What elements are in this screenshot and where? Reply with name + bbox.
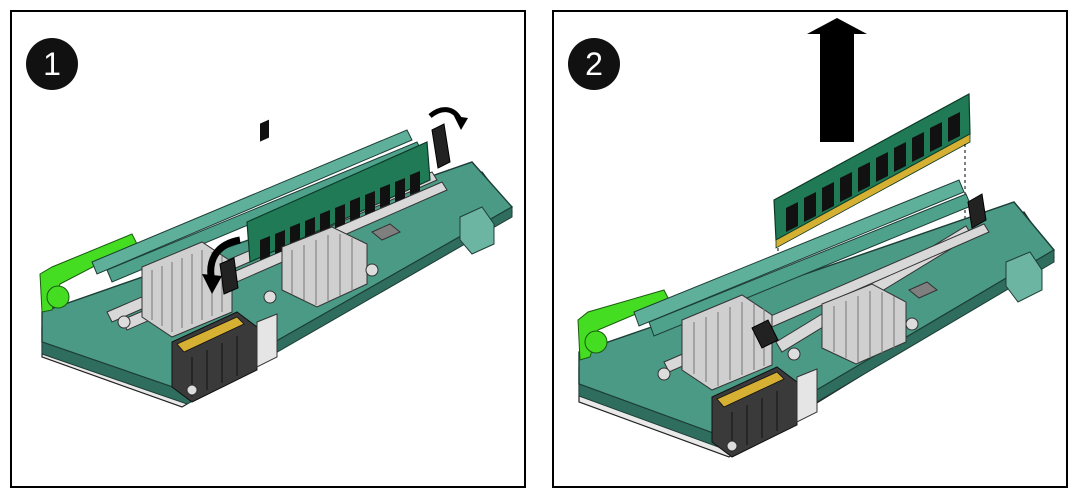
ejector-latch-near bbox=[751, 319, 779, 349]
green-knob bbox=[584, 330, 608, 354]
ejector-latch-far bbox=[431, 123, 451, 169]
dimm-chips bbox=[260, 119, 269, 142]
dimm-chip-row bbox=[786, 112, 960, 232]
heatsink-right bbox=[821, 283, 907, 365]
right-bracket bbox=[459, 206, 495, 255]
rear-dimm-1 bbox=[633, 179, 965, 327]
screw bbox=[726, 440, 738, 452]
screw bbox=[186, 384, 198, 396]
step-number: 1 bbox=[43, 45, 61, 82]
ejector-latch-far bbox=[967, 193, 987, 229]
connector-housing bbox=[256, 313, 278, 368]
screw bbox=[117, 315, 131, 329]
ejector-latch-near bbox=[219, 257, 239, 295]
heatsink-right bbox=[281, 226, 368, 308]
screw bbox=[787, 347, 801, 361]
step-2-illustration bbox=[577, 18, 1056, 458]
connector bbox=[711, 366, 798, 458]
right-bracket bbox=[1005, 251, 1043, 303]
screw bbox=[365, 263, 379, 277]
screw bbox=[657, 367, 671, 381]
step-number-badge: 1 bbox=[26, 38, 78, 90]
rotate-arrow-head bbox=[202, 274, 222, 294]
step-2-panel: 2 bbox=[552, 10, 1068, 488]
lift-arrow-icon bbox=[807, 18, 867, 142]
green-knob bbox=[46, 285, 70, 309]
rotate-arrow-head bbox=[454, 116, 468, 130]
dimm-chip-row bbox=[260, 171, 420, 260]
dimm-module-removed bbox=[773, 93, 971, 249]
chip bbox=[908, 281, 938, 299]
screw bbox=[905, 317, 919, 331]
heatsink-left bbox=[681, 294, 773, 391]
chip bbox=[371, 223, 401, 241]
connector-housing bbox=[796, 368, 818, 423]
connector bbox=[171, 311, 258, 403]
step-number: 2 bbox=[585, 45, 603, 82]
step-1-illustration bbox=[39, 107, 514, 408]
step-number-badge: 2 bbox=[568, 38, 620, 90]
step-1-panel: 1 bbox=[10, 10, 526, 488]
rear-dimm-1 bbox=[91, 129, 413, 275]
screw bbox=[263, 290, 277, 304]
